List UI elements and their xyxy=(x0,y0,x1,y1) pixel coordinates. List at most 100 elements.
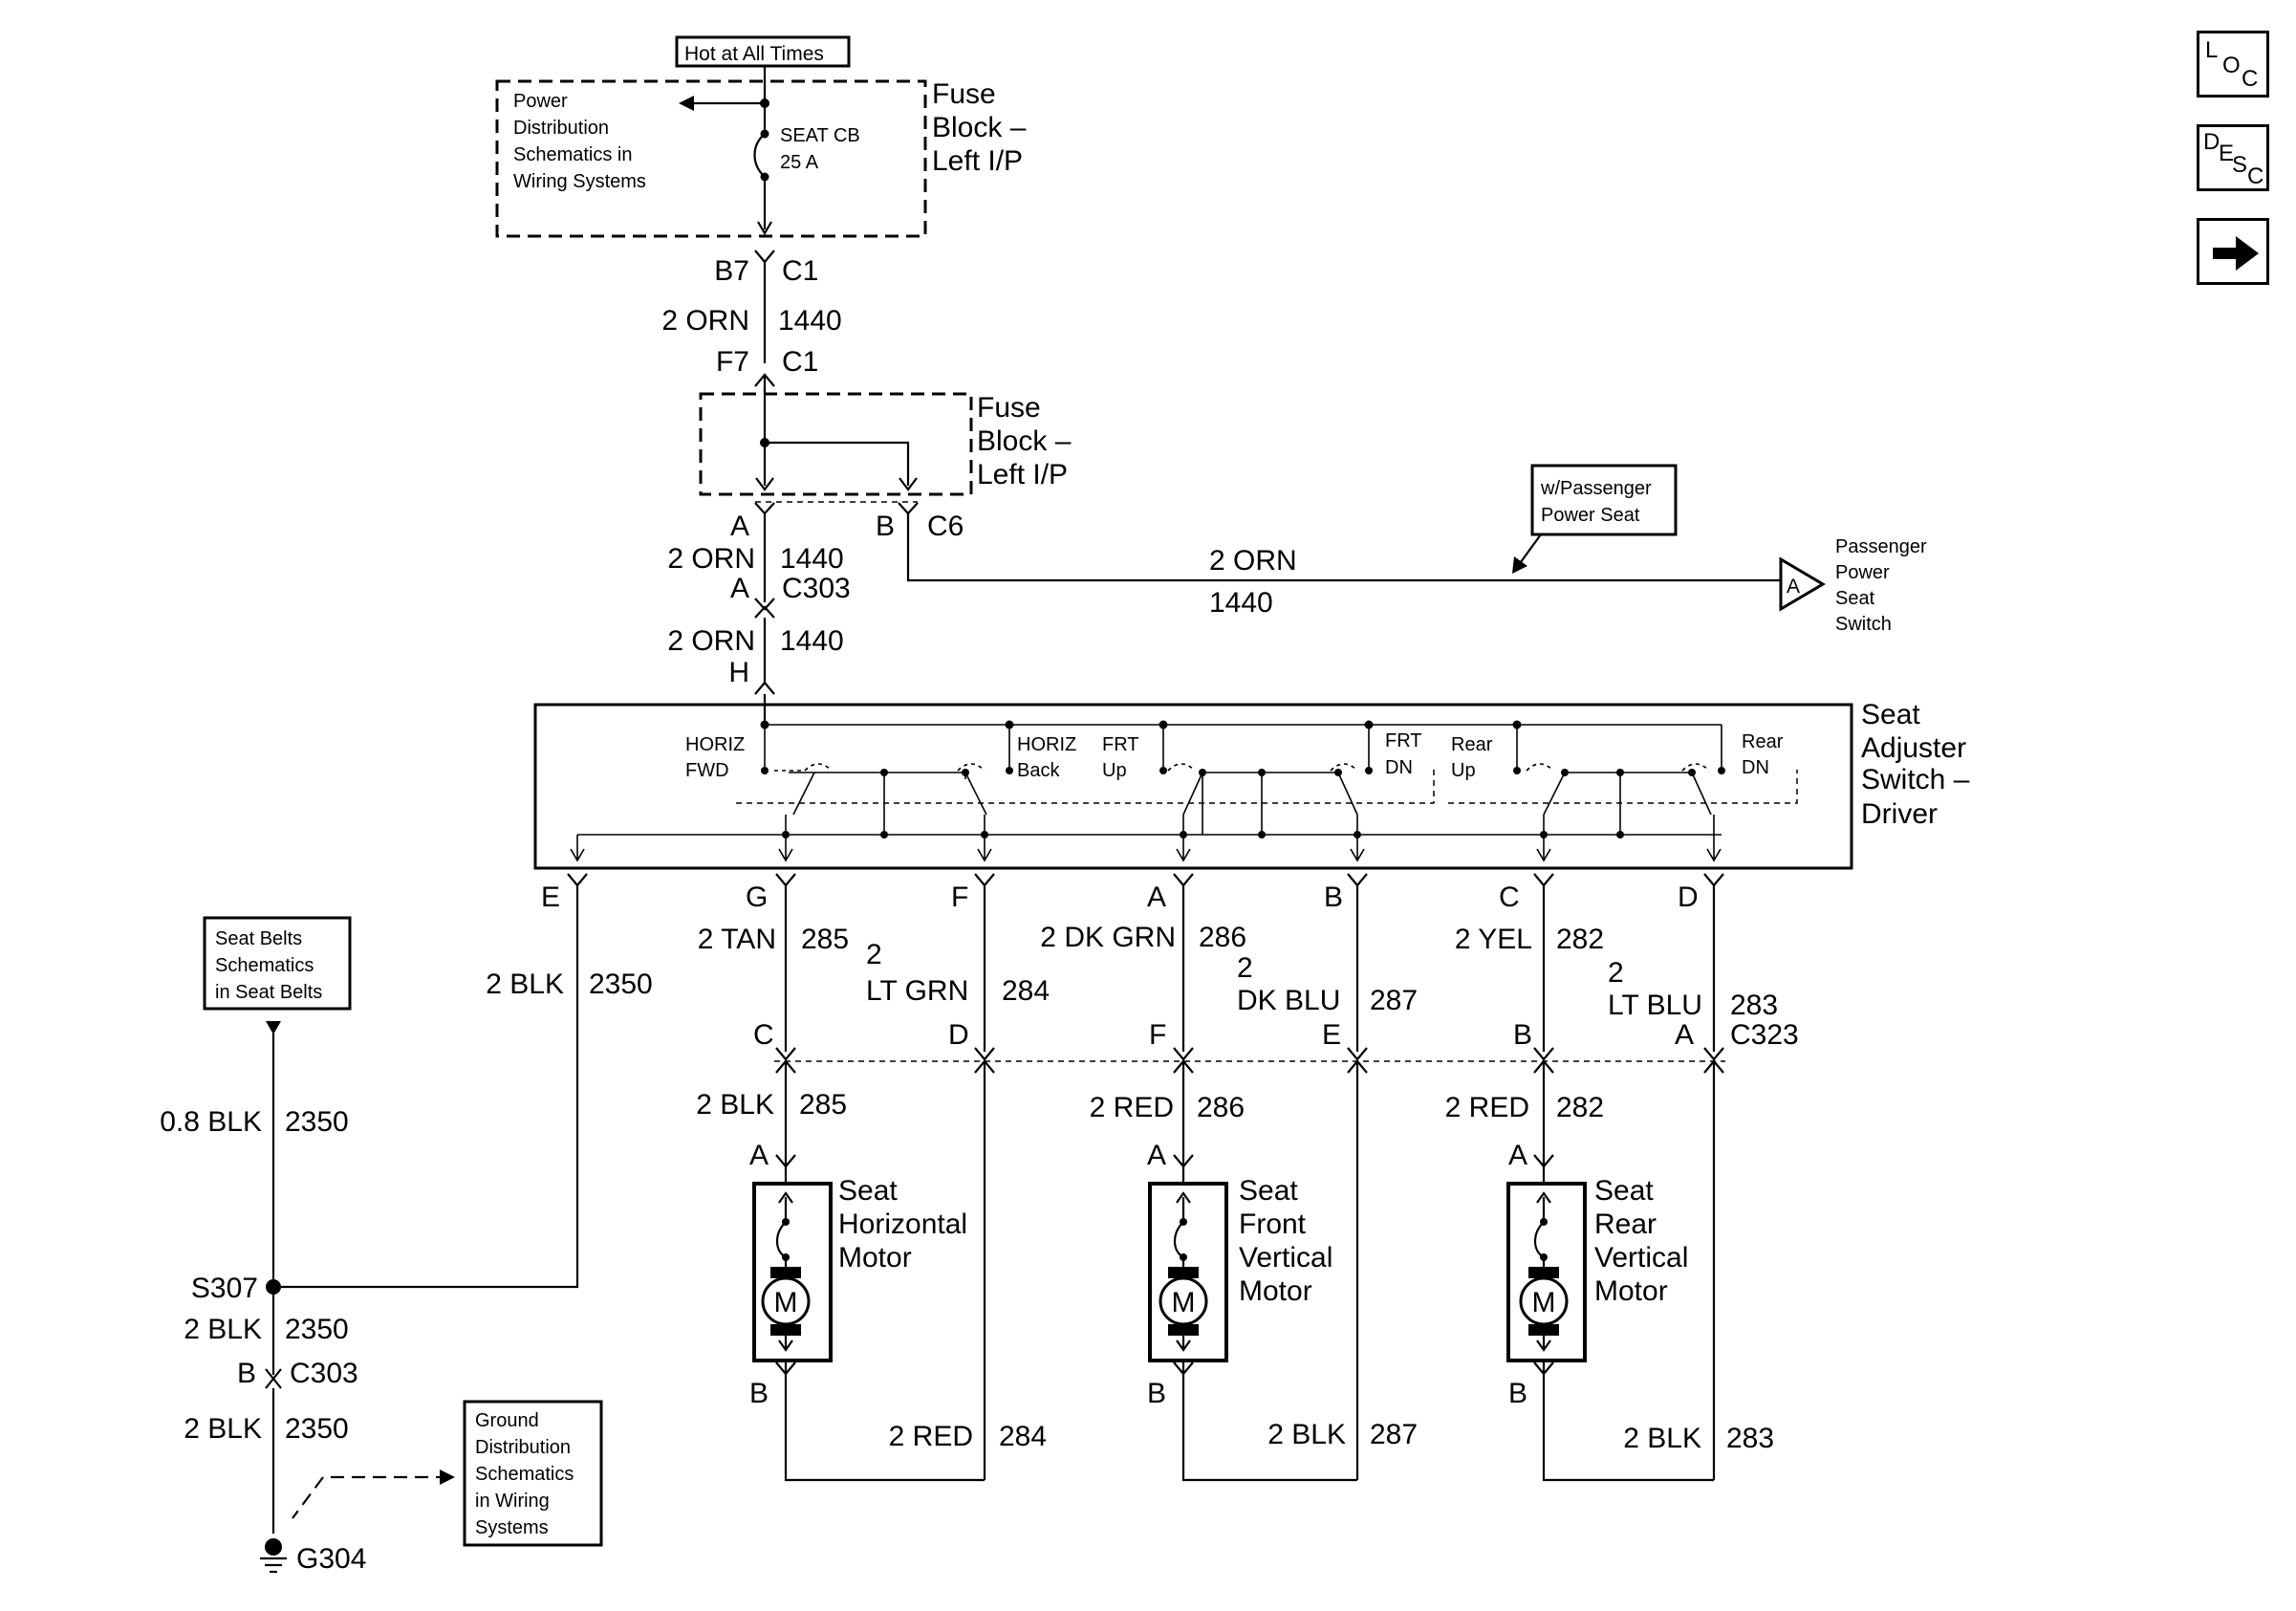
location-button[interactable]: L O C xyxy=(2197,31,2269,98)
ground-wire3-color: 2 BLK xyxy=(184,1413,262,1445)
motor3-wire-color: 2 RED xyxy=(1445,1092,1529,1123)
svg-text:Motor: Motor xyxy=(1239,1275,1312,1307)
svg-text:Seat: Seat xyxy=(1594,1175,1654,1207)
return3-wire-circuit: 283 xyxy=(1726,1423,1774,1454)
wire-circuit-low: 1440 xyxy=(780,625,844,657)
seat-cb-label: SEAT CB xyxy=(780,125,860,146)
passenger-option-label: w/Passenger xyxy=(1540,478,1652,499)
ground-g304-label: G304 xyxy=(296,1543,366,1575)
option-arrow-left-icon xyxy=(440,1469,455,1485)
svg-text:M: M xyxy=(1172,1287,1196,1318)
svg-text:Block –: Block – xyxy=(932,112,1027,143)
svg-text:Distribution: Distribution xyxy=(513,118,609,139)
motor-front-vertical: A M B xyxy=(1147,1140,1228,1409)
pin-b7: B7 xyxy=(714,255,749,287)
frt-dn-label: FRT xyxy=(1385,730,1422,751)
svg-text:F: F xyxy=(951,882,968,913)
next-page-button[interactable] xyxy=(2197,218,2269,285)
svg-text:Adjuster: Adjuster xyxy=(1861,732,1966,764)
desc-letter-s: S xyxy=(2232,152,2248,178)
rear-up-label-2: Up xyxy=(1451,760,1476,781)
horiz-fwd-label: HORIZ xyxy=(685,734,745,755)
return3-wire-color: 2 BLK xyxy=(1623,1423,1701,1454)
pin-a-c303: A xyxy=(730,573,749,604)
svg-text:Motor: Motor xyxy=(1594,1275,1668,1307)
pin-h: H xyxy=(728,657,749,688)
seat-belts-label-2: Schematics xyxy=(215,955,314,976)
ground-wire1-color: 0.8 BLK xyxy=(160,1106,262,1138)
svg-text:Left I/P: Left I/P xyxy=(932,145,1023,177)
wire-a-circuit: 286 xyxy=(1199,922,1246,953)
svg-text:B: B xyxy=(1508,1378,1527,1409)
hot-at-all-times-box xyxy=(675,35,851,68)
hot-at-all-times-label: Hot at All Times xyxy=(684,43,824,65)
svg-text:E: E xyxy=(541,882,560,913)
seat-adjuster-switch-box xyxy=(533,703,1853,870)
svg-text:Left I/P: Left I/P xyxy=(977,459,1068,490)
seat-cb-rating: 25 A xyxy=(780,152,819,173)
ground-wire1-circuit: 2350 xyxy=(285,1106,349,1138)
svg-text:Motor: Motor xyxy=(838,1242,912,1274)
svg-text:Seat: Seat xyxy=(1861,699,1920,730)
fuse-block-label-top: Fuse Block – Left I/P xyxy=(932,78,1027,177)
seat-belts-label: Seat Belts xyxy=(215,928,302,949)
svg-text:C: C xyxy=(1499,882,1520,913)
rear-dn-label: Rear xyxy=(1742,731,1784,752)
svg-text:A: A xyxy=(1147,1140,1166,1171)
svg-text:G: G xyxy=(746,882,768,913)
wire-b-circuit: 287 xyxy=(1370,985,1418,1016)
description-button[interactable]: D E S C xyxy=(2197,124,2269,191)
c323-forks xyxy=(775,1047,1724,1074)
svg-text:F: F xyxy=(1149,1019,1166,1051)
horiz-back-label-2: Back xyxy=(1017,760,1060,781)
svg-text:C: C xyxy=(753,1019,774,1051)
svg-text:Fuse: Fuse xyxy=(932,78,996,110)
power-distribution-label: Power Distribution Schematics in Wiring … xyxy=(513,91,646,192)
wire-f-color: LT GRN xyxy=(866,975,968,1007)
wire-b-gauge: 2 xyxy=(1237,952,1253,984)
svg-text:M: M xyxy=(774,1287,798,1318)
svg-text:B: B xyxy=(1147,1378,1166,1409)
motor-horizontal: A M B xyxy=(749,1140,833,1409)
motor2-wire-color: 2 RED xyxy=(1090,1092,1174,1123)
svg-text:Horizontal: Horizontal xyxy=(838,1208,967,1240)
svg-text:B: B xyxy=(1513,1019,1532,1051)
ground-wire3-circuit: 2350 xyxy=(285,1413,349,1445)
svg-text:E: E xyxy=(1322,1019,1341,1051)
wire-color-top: 2 ORN xyxy=(661,305,749,337)
svg-text:Block –: Block – xyxy=(977,425,1072,457)
passenger-switch-label: Passenger Power Seat Switch xyxy=(1835,536,1927,635)
wire-d-gauge: 2 xyxy=(1608,957,1624,989)
svg-text:Switch: Switch xyxy=(1835,614,1892,635)
svg-text:Fuse: Fuse xyxy=(977,392,1041,424)
motor2-wire-circuit: 286 xyxy=(1197,1092,1245,1123)
return2-wire-circuit: 287 xyxy=(1370,1419,1418,1450)
seat-belts-label-3: in Seat Belts xyxy=(215,982,322,1003)
svg-text:in Wiring: in Wiring xyxy=(475,1491,550,1512)
wire-e-color: 2 BLK xyxy=(486,969,564,1000)
svg-text:A: A xyxy=(749,1140,769,1171)
svg-text:Vertical: Vertical xyxy=(1239,1242,1332,1274)
passenger-connector-triangle xyxy=(1779,556,1826,612)
svg-text:Switch –: Switch – xyxy=(1861,764,1970,795)
return1-wire-circuit: 284 xyxy=(999,1421,1047,1452)
connector-c1-label-2: C1 xyxy=(782,346,818,378)
connector-c303-ground: C303 xyxy=(290,1358,358,1389)
svg-text:Distribution: Distribution xyxy=(475,1437,571,1458)
switch-pin-stubs xyxy=(778,815,1722,862)
fuse-block-top xyxy=(495,79,927,238)
motor-rear-vertical-label: Seat Rear Vertical Motor xyxy=(1594,1175,1688,1307)
svg-text:Power: Power xyxy=(1835,562,1890,583)
pin-b-c6: B xyxy=(876,511,895,542)
passenger-wire-circuit: 1440 xyxy=(1209,587,1273,619)
connector-c6-label: C6 xyxy=(927,511,964,542)
wire-circuit-top: 1440 xyxy=(778,305,842,337)
rear-dn-label-2: DN xyxy=(1742,757,1769,778)
switch-rear-vertical xyxy=(1526,763,1712,835)
ground-distribution-box xyxy=(463,1400,603,1547)
wire-f-circuit: 284 xyxy=(1002,975,1050,1007)
wire-color-mid: 2 ORN xyxy=(667,543,755,575)
svg-text:Schematics: Schematics xyxy=(475,1464,574,1485)
motor-horizontal-label: Seat Horizontal Motor xyxy=(838,1175,967,1274)
